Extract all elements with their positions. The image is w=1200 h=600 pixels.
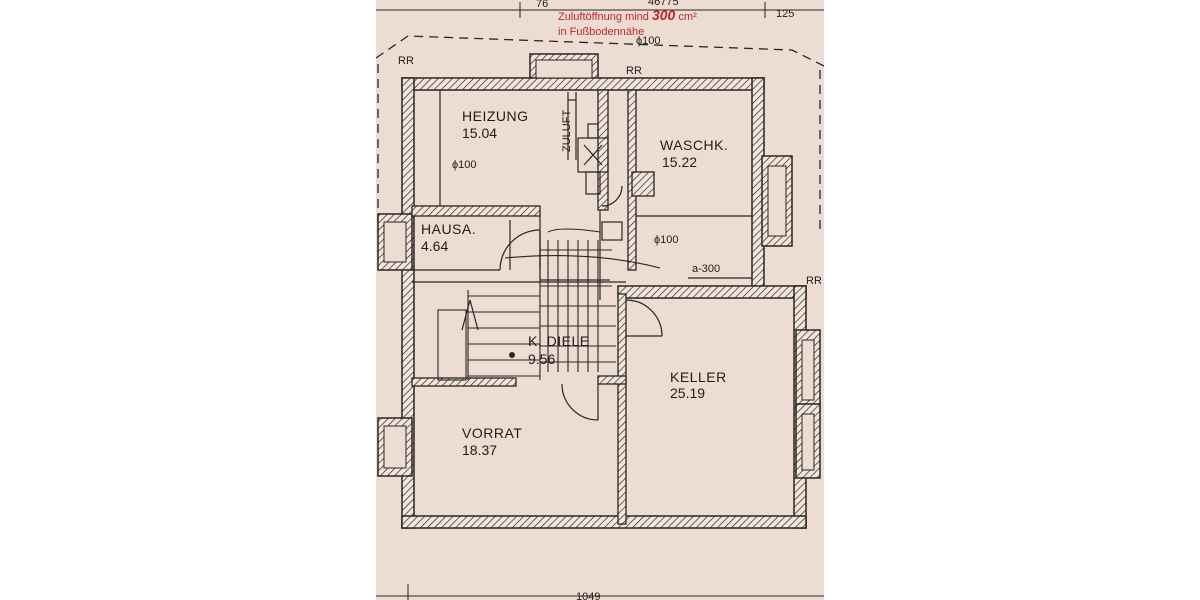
room-name-waschk: WASCHK.	[660, 137, 728, 153]
dimension-bottom: 1049	[576, 591, 600, 600]
room-area-heizung: 15.04	[462, 125, 497, 141]
rr-label-top-left: RR	[398, 55, 414, 67]
room-name-hausa: HAUSA.	[421, 221, 476, 237]
room-name-k-diele: K. DIELE	[528, 333, 590, 349]
heating-unit	[567, 92, 609, 195]
dimension-top-center: 46775	[648, 0, 679, 8]
room-area-hausa: 4.64	[421, 238, 448, 254]
room-name-keller: KELLER	[670, 369, 727, 385]
rr-label-top-center: RR	[626, 65, 642, 77]
annotation-value: 300	[652, 7, 676, 23]
annotation-line-2: in Fußbodennähe	[558, 26, 644, 38]
interior-walls	[411, 89, 655, 525]
zuluft-label: ZULUFT	[561, 110, 573, 152]
room-area-vorrat: 18.37	[462, 442, 497, 458]
bottom-dimension-line	[376, 584, 824, 600]
room-name-heizung: HEIZUNG	[462, 108, 529, 124]
room-area-keller: 25.19	[670, 385, 705, 401]
pipe-label-heizung: ϕ100	[452, 159, 477, 171]
top-dimension-line	[376, 2, 824, 18]
window-glass	[383, 59, 815, 471]
staircase	[437, 228, 661, 381]
a-300-label: a-300	[692, 263, 720, 275]
roof-outline	[375, 35, 825, 235]
pipe-label-waschk: ϕ100	[654, 234, 679, 246]
annotation-unit: cm²	[678, 11, 697, 23]
room-area-waschk: 15.22	[662, 154, 697, 170]
stair-arrow	[461, 299, 479, 331]
annotation-line-1: Zuluftöffnung mind 300 cm²	[558, 7, 697, 23]
room-name-vorrat: VORRAT	[462, 425, 522, 441]
room-area-k-diele: 9.56	[528, 351, 555, 367]
rr-label-right: RR	[806, 275, 822, 287]
dimension-top-left: 76	[536, 0, 548, 10]
door-swings	[499, 185, 663, 421]
dimension-top-right: 125	[776, 8, 794, 20]
stair-start-dot	[509, 352, 515, 358]
